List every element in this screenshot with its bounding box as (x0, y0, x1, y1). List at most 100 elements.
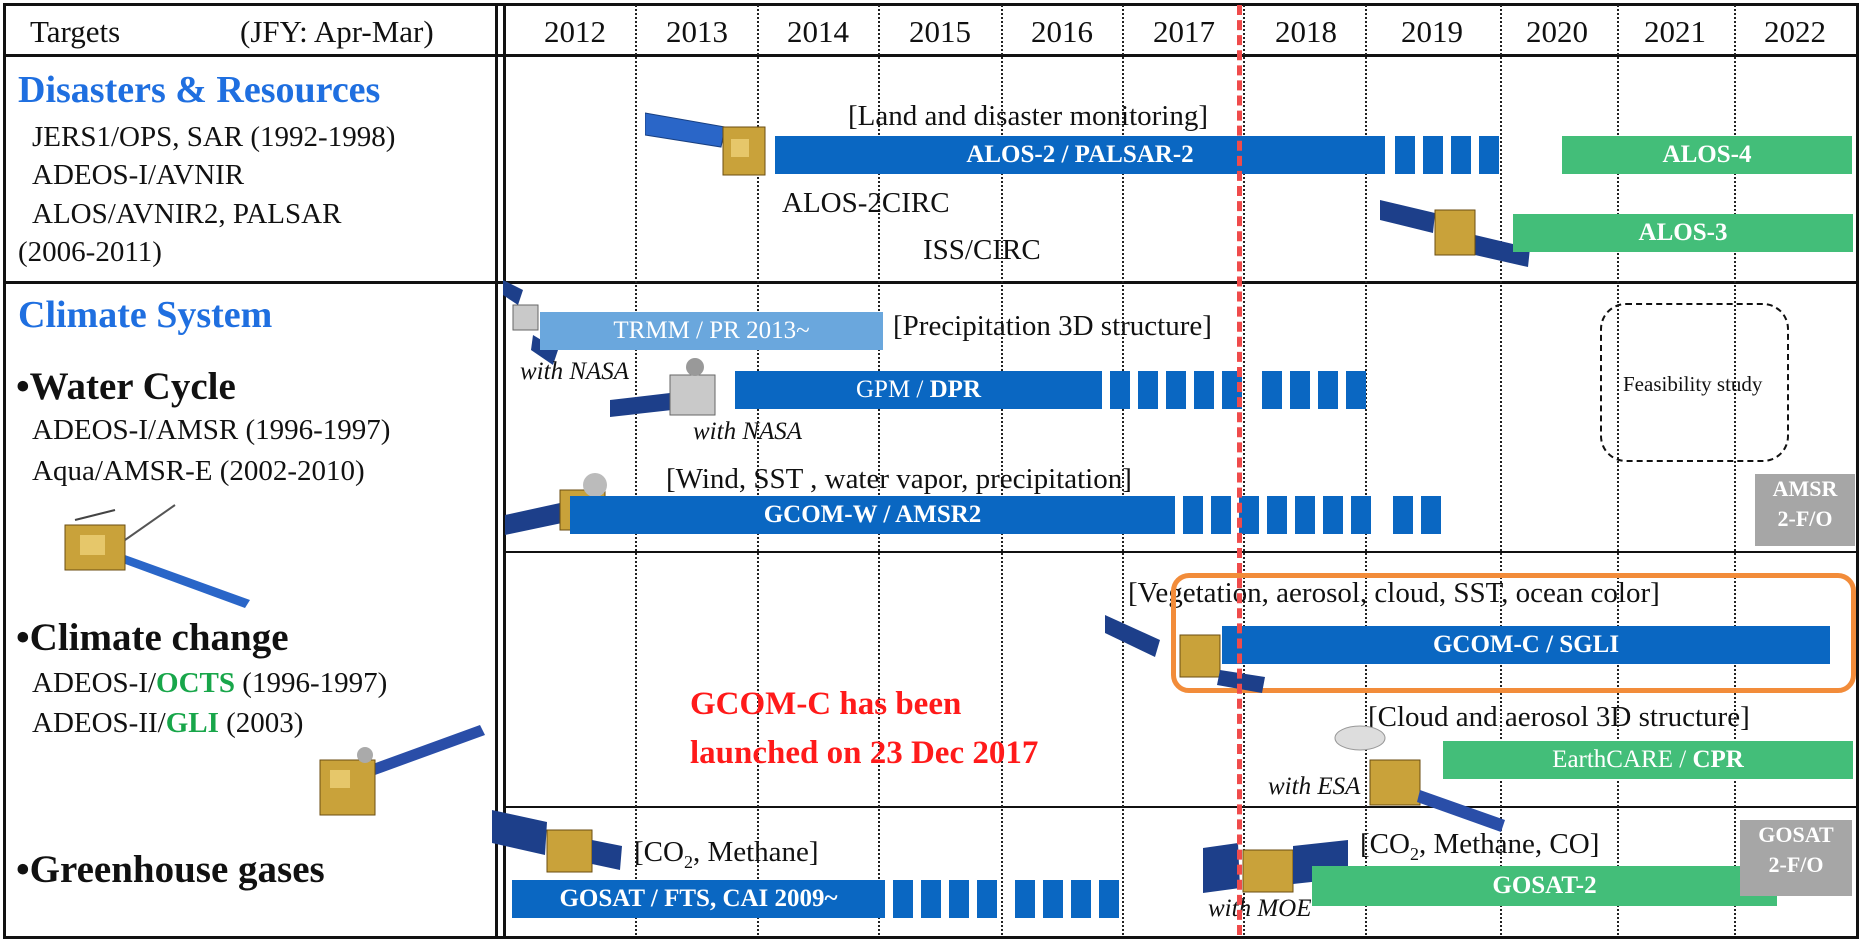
bar-gosat2: GOSAT-2 (1312, 866, 1777, 906)
column-separator-a (495, 3, 498, 937)
label-vegetation: [Vegetation, aerosol, cloud, SST, ocean … (1128, 577, 1660, 609)
bar-gcomw-ext-1 (1183, 496, 1203, 534)
co2-a-rest: , Methane] (692, 836, 819, 868)
header-targets: Targets (30, 14, 121, 49)
disasters-item-2: ADEOS-I/AVNIR (32, 159, 245, 191)
label-with-moe: with MOE (1208, 895, 1312, 922)
co2-b-subscript: 2 (1409, 843, 1419, 864)
bar-earthcare-cpr: EarthCARE / CPR (1443, 741, 1853, 779)
gli-highlight: GLI (165, 707, 219, 739)
gli-suffix: (2003) (218, 707, 304, 739)
bar-gosat-ext-6 (1043, 880, 1063, 918)
satellite-icon-alos2 (645, 112, 766, 176)
amsr-fo-line1: AMSR (1772, 476, 1838, 501)
bar-alos4: ALOS-4 (1562, 136, 1852, 174)
bar-alos3: ALOS-3 (1513, 214, 1853, 252)
year-2021: 2021 (1644, 14, 1706, 49)
bar-gosat-ext-2 (921, 880, 941, 918)
row-separator-1 (505, 551, 1859, 553)
satellite-icon-gosat2 (1203, 840, 1348, 893)
gridline-2021 (1617, 5, 1619, 935)
gosat-fo-line1: GOSAT (1758, 822, 1834, 847)
bar-alos2-ext-2 (1423, 136, 1443, 174)
gridline-2018 (1243, 5, 1245, 935)
label-cloud-3d: [Cloud and aerosol 3D structure] (1368, 701, 1750, 733)
bar-gpm-ext-3 (1166, 371, 1186, 409)
bar-alos2-ext-4 (1479, 136, 1499, 174)
bar-alos2-ext-3 (1451, 136, 1471, 174)
year-2018: 2018 (1275, 14, 1337, 49)
gridline-2017 (1122, 5, 1124, 935)
box-gosat-fo: GOSAT 2-F/O (1740, 820, 1852, 896)
co2-b-prefix: [CO (1360, 828, 1410, 860)
bar-gpm-ext-1 (1110, 371, 1130, 409)
label-with-esa: with ESA (1268, 773, 1361, 800)
gridline-2019 (1365, 5, 1367, 935)
bar-gcomw-amsr2: GCOM-W / AMSR2 (570, 496, 1175, 534)
bar-alos2-ext-1 (1395, 136, 1415, 174)
octs-prefix: ADEOS-I/ (32, 667, 157, 699)
gli-line: ADEOS-II/GLI (2003) (32, 707, 303, 740)
bar-gpm-ext-6 (1262, 371, 1282, 409)
year-2014: 2014 (787, 14, 849, 49)
bar-gosat-fts-cai: GOSAT / FTS, CAI 2009~ (512, 880, 885, 918)
bar-gpm-dpr: GPM / DPR (735, 371, 1102, 409)
bar-gosat-ext-7 (1071, 880, 1091, 918)
disasters-item-4: (2006-2011) (18, 236, 162, 268)
bar-gcomw-ext-8 (1393, 496, 1413, 534)
bar-gcomw-ext-6 (1323, 496, 1343, 534)
gridline-2022 (1734, 5, 1736, 935)
satellite-icon-gpm (610, 358, 716, 417)
frame (3, 3, 1859, 939)
row-separator-2 (505, 806, 1859, 808)
section-separator (3, 281, 1859, 284)
label-isscirc: ISS/CIRC (923, 234, 1041, 266)
bar-gcomc-sgli: GCOM-C / SGLI (1222, 626, 1830, 664)
co2-a-prefix: [CO (634, 836, 684, 868)
satellite-icon-amsr (64, 504, 250, 608)
year-2016: 2016 (1031, 14, 1093, 49)
label-co2-methane: [CO2, Methane] (634, 836, 819, 873)
year-2015: 2015 (909, 14, 971, 49)
bar-gosat-ext-8 (1099, 880, 1119, 918)
bar-gpm-ext-9 (1346, 371, 1366, 409)
launch-note-line1: GCOM-C has been (690, 686, 962, 722)
bar-gosat-ext-3 (949, 880, 969, 918)
bar-gpm-ext-8 (1318, 371, 1338, 409)
header-fiscal-year: (JFY: Apr-Mar) (240, 14, 434, 49)
gpm-label: GPM / (855, 376, 930, 403)
gcomc-highlight-box (1171, 573, 1856, 693)
box-amsr-fo: AMSR 2-F/O (1755, 474, 1855, 546)
gpm-dpr-label: DPR (929, 376, 982, 403)
label-with-nasa-2: with NASA (693, 418, 803, 445)
octs-suffix: (1996-1997) (235, 667, 388, 699)
year-2020: 2020 (1526, 14, 1588, 49)
co2-a-subscript: 2 (683, 851, 693, 872)
bar-gpm-ext-4 (1194, 371, 1214, 409)
bar-trmm-pr: TRMM / PR 2013~ (540, 312, 883, 350)
gridline-2015 (878, 5, 880, 935)
label-precip-3d: [Precipitation 3D structure] (893, 310, 1212, 342)
bar-gcomw-ext-7 (1351, 496, 1371, 534)
amsr-fo-line2: 2-F/O (1777, 506, 1833, 531)
bar-gpm-ext-2 (1138, 371, 1158, 409)
label-co2-methane-co: [CO2, Methane, CO] (1360, 828, 1599, 865)
disasters-item-3: ALOS/AVNIR2, PALSAR (32, 198, 342, 230)
water-item-2: Aqua/AMSR-E (2002-2010) (32, 455, 365, 487)
year-2022: 2022 (1764, 14, 1826, 49)
current-date-marker (1237, 5, 1242, 935)
bar-gcomw-ext-9 (1421, 496, 1441, 534)
gridline-2014 (757, 5, 759, 935)
ghg-heading: •Greenhouse gases (16, 848, 325, 891)
launch-note-line2: launched on 23 Dec 2017 (690, 735, 1039, 771)
satellite-icon-gli (319, 725, 485, 816)
label-wind-sst: [Wind, SST , water vapor, precipitation] (666, 463, 1132, 495)
bar-gpm-ext-7 (1290, 371, 1310, 409)
bar-gosat-ext-4 (977, 880, 997, 918)
gosat-fo-line2: 2-F/O (1768, 852, 1824, 877)
bar-gosat-ext-5 (1015, 880, 1035, 918)
water-cycle-heading: •Water Cycle (16, 365, 236, 408)
gridline-2013 (635, 5, 637, 935)
year-2012: 2012 (544, 14, 606, 49)
